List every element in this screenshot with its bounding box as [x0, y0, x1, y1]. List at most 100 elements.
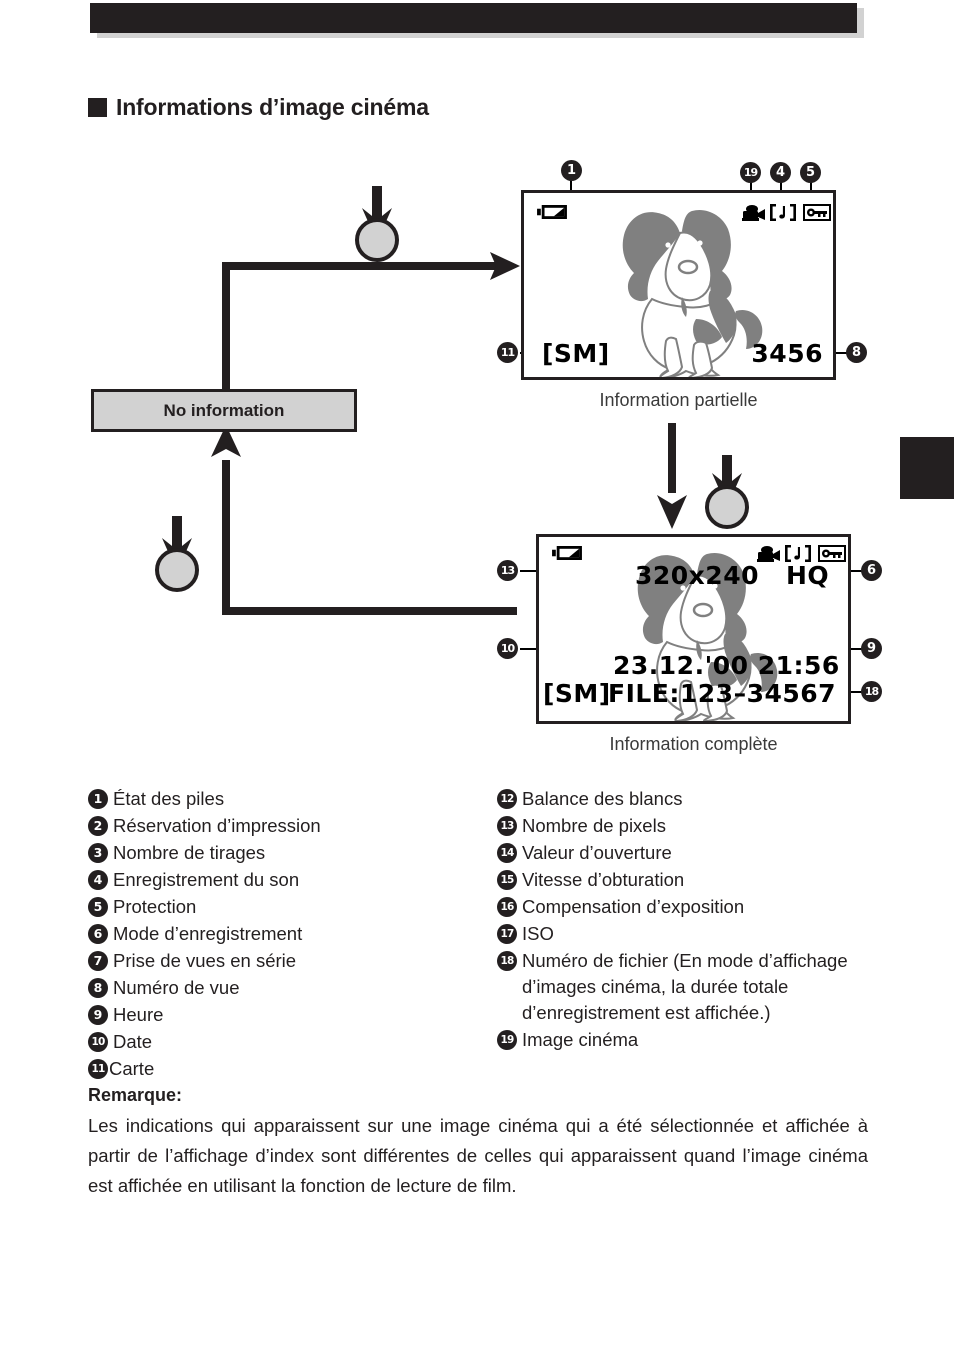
legend-number: 12: [497, 789, 517, 809]
page-title: Informations d’image cinéma: [88, 94, 429, 121]
lcd-caption-complete: Information complète: [609, 734, 778, 754]
legend-label: Carte: [109, 1058, 155, 1079]
legend-item: 18 Numéro de fichier (En mode d’affichag…: [497, 948, 897, 1026]
callout-1: 1: [561, 160, 582, 181]
callout-8: 8: [846, 342, 867, 363]
protection-key-icon: [803, 204, 831, 221]
movie-image-icon: [742, 205, 765, 221]
legend-column-right: 12 Balance des blancs 13 Nombre de pixel…: [497, 786, 897, 1054]
flow-arrowhead-right-top: [490, 252, 520, 280]
legend-item: 13 Nombre de pixels: [497, 813, 897, 839]
legend-item: 17 ISO: [497, 921, 897, 947]
legend-item: 6 Mode d’enregistrement: [88, 921, 488, 947]
display-button-press-icon-2[interactable]: [150, 516, 210, 596]
remark-body: Les indications qui apparaissent sur une…: [88, 1115, 868, 1196]
frame-number-partial: 3456: [751, 339, 823, 368]
legend-number: 17: [497, 924, 517, 944]
display-button-press-icon-3[interactable]: [700, 455, 760, 535]
legend-item: 11 Carte: [88, 1056, 488, 1082]
legend-item: 19 Image cinéma: [497, 1027, 897, 1053]
legend-label: Nombre de pixels: [522, 815, 666, 836]
legend-label: Prise de vues en série: [113, 950, 297, 971]
legend-item: 16 Compensation d’exposition: [497, 894, 897, 920]
remark-section: Remarque: Les indications qui apparaisse…: [88, 1085, 868, 1201]
legend-number: 14: [497, 843, 517, 863]
card-label-complete: [SM]: [543, 679, 611, 708]
callout-5: 5: [800, 162, 821, 183]
legend-number: 8: [88, 978, 108, 998]
legend-number: 19: [497, 1030, 517, 1050]
no-information-label: No information: [163, 400, 285, 420]
legend-item: 14 Valeur d’ouverture: [497, 840, 897, 866]
page-title-label: Informations d’image cinéma: [116, 94, 429, 120]
legend-number: 5: [88, 897, 108, 917]
leader-callout-1: [570, 168, 572, 194]
no-information-box: No information: [91, 389, 357, 432]
legend-number: 1: [88, 789, 108, 809]
legend-item: 8 Numéro de vue: [88, 975, 488, 1001]
press-circle-3: [705, 485, 749, 529]
legend-number: 4: [88, 870, 108, 890]
callout-9: 9: [861, 638, 882, 659]
legend-number: 2: [88, 816, 108, 836]
press-circle-2: [155, 548, 199, 592]
legend-number: 16: [497, 897, 517, 917]
press-arrow-icon-1: [362, 186, 392, 242]
press-arrow-icon-2: [162, 516, 192, 572]
legend-label: Réservation d’impression: [113, 815, 321, 836]
display-button-press-icon-1[interactable]: [350, 186, 410, 266]
remark-title: Remarque:: [88, 1085, 183, 1105]
sound-record-icon: [770, 204, 796, 221]
leader-callout-5: [810, 180, 812, 196]
battery-level-icon: [537, 205, 567, 219]
press-arrow-icon-3: [712, 455, 742, 507]
sample-dog-photo-2: [637, 552, 778, 721]
legend-number: 15: [497, 870, 517, 890]
legend-label: État des piles: [113, 788, 225, 809]
legend-label: Compensation d’exposition: [522, 896, 745, 917]
legend-item: 3 Nombre de tirages: [88, 840, 488, 866]
callout-18: 18: [861, 681, 882, 702]
legend-label: Heure: [113, 1004, 164, 1025]
flow-line-up-to-box: [222, 460, 230, 615]
legend-label: Balance des blancs: [522, 788, 683, 809]
legend-item: 5 Protection: [88, 894, 488, 920]
legend-item: 10 Date: [88, 1029, 488, 1055]
movie-image-icon-2: [757, 546, 780, 562]
page-header-bar: [90, 3, 857, 33]
callout-13: 13: [497, 560, 518, 581]
legend-number: 13: [497, 816, 517, 836]
callout-19: 19: [740, 162, 761, 183]
legend-label: Enregistrement du son: [113, 869, 300, 890]
legend-label: Numéro de vue: [113, 977, 240, 998]
date-time-osd: 23.12.'00 21:56: [613, 651, 840, 680]
callout-11: 11: [497, 342, 518, 363]
legend-item: 2 Réservation d’impression: [88, 813, 488, 839]
flow-line-right-top: [222, 262, 497, 270]
legend-number: 11: [88, 1059, 108, 1079]
legend-label: Valeur d’ouverture: [522, 842, 672, 863]
pixel-count-osd: 320x240: [635, 561, 759, 590]
legend-item: 12 Balance des blancs: [497, 786, 897, 812]
legend-item: 7 Prise de vues en série: [88, 948, 488, 974]
information-display-flow-diagram: No information 1 19 4 5 11 8: [91, 160, 882, 754]
callout-6: 6: [861, 560, 882, 581]
flow-line-up: [222, 262, 230, 390]
flow-line-down-between-screens: [668, 423, 676, 493]
leader-callout-4: [780, 180, 782, 196]
file-number-osd: FILE:123–34567: [608, 679, 837, 708]
legend-number: 7: [88, 951, 108, 971]
sound-record-icon-2: [785, 545, 811, 562]
leader-callout-19: [750, 180, 752, 196]
legend-number: 3: [88, 843, 108, 863]
record-mode-osd: HQ: [786, 561, 830, 590]
legend-number: 10: [88, 1032, 108, 1052]
legend-number: 6: [88, 924, 108, 944]
legend-item: 1 État des piles: [88, 786, 488, 812]
legend-label: Date: [113, 1031, 153, 1052]
legend-number: 9: [88, 1005, 108, 1025]
legend-item: 4 Enregistrement du son: [88, 867, 488, 893]
flow-arrowhead-up-to-box: [211, 425, 241, 457]
legend-number: 18: [497, 951, 517, 971]
protection-key-icon-2: [818, 545, 846, 562]
